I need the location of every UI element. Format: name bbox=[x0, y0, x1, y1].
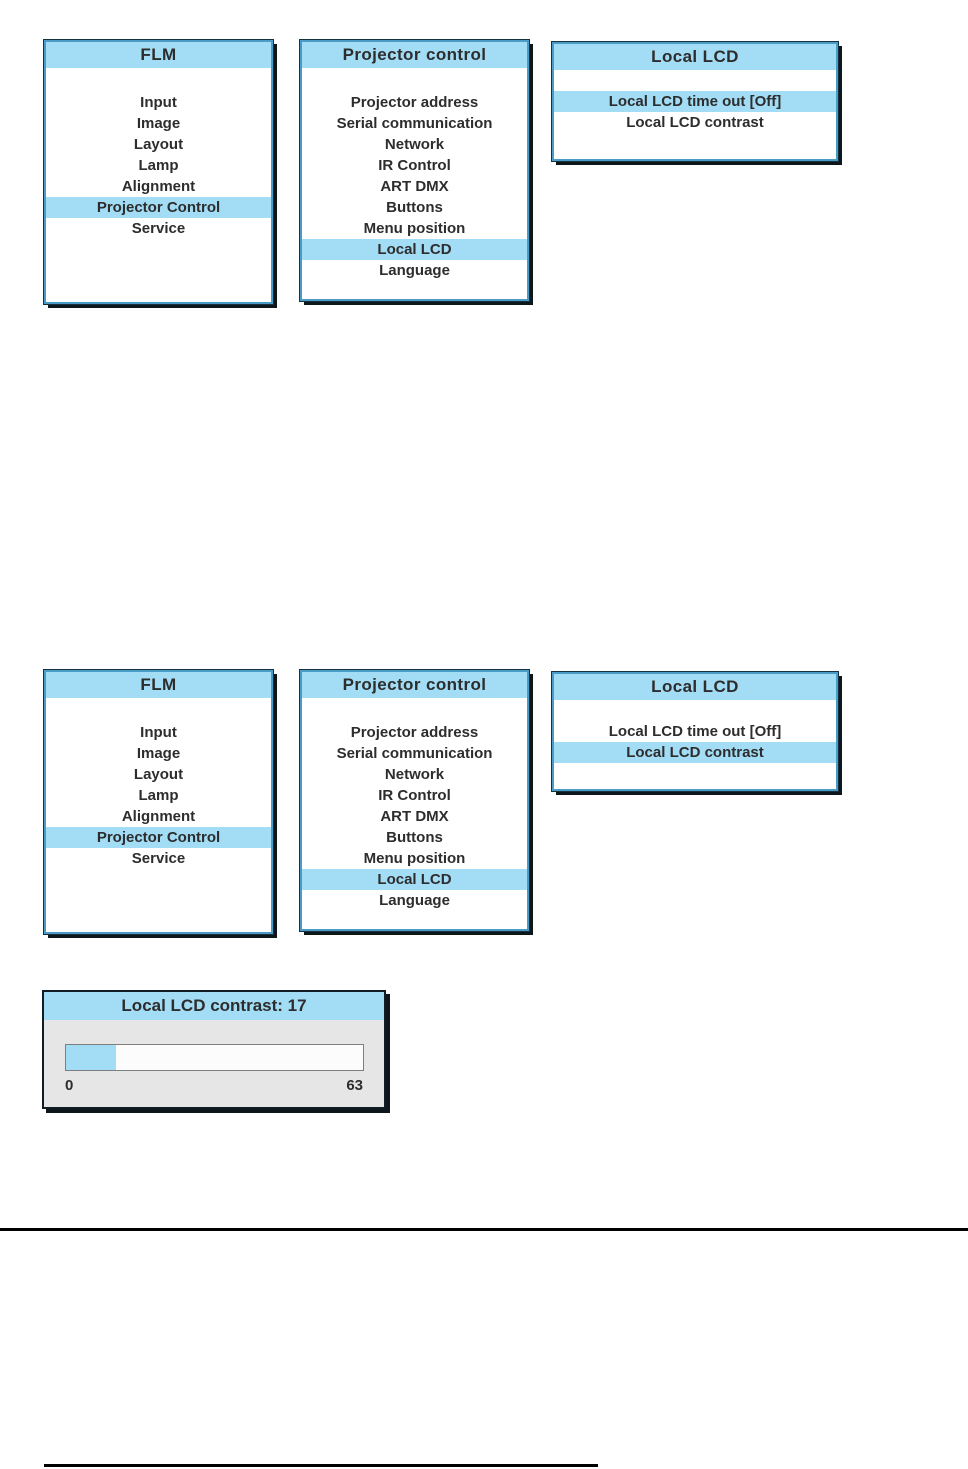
menu-item[interactable]: Language bbox=[379, 892, 450, 909]
menu-item[interactable]: Serial communication bbox=[336, 745, 493, 762]
menu-item[interactable]: Local LCD contrast bbox=[626, 114, 764, 131]
menu-item[interactable]: Layout bbox=[133, 136, 184, 153]
menu-item[interactable]: Network bbox=[384, 136, 445, 153]
menu-item[interactable]: Local LCD contrast bbox=[554, 742, 836, 763]
menu-item[interactable]: Input bbox=[140, 724, 177, 741]
menu-item[interactable]: Buttons bbox=[386, 829, 443, 846]
menu-item[interactable]: Projector Control bbox=[46, 197, 271, 218]
contrast-dialog: Local LCD contrast: 17 0 63 bbox=[42, 990, 386, 1109]
menu-item[interactable]: IR Control bbox=[378, 157, 451, 174]
menu-item[interactable]: Projector address bbox=[350, 724, 479, 741]
menu-title: Projector control bbox=[302, 672, 527, 698]
menu-item[interactable]: Menu position bbox=[363, 850, 466, 867]
contrast-slider-fill bbox=[66, 1045, 117, 1070]
menu-item[interactable]: Local LCD bbox=[302, 239, 527, 260]
menu-item[interactable]: Serial communication bbox=[336, 115, 493, 132]
menu-item[interactable]: Input bbox=[140, 94, 177, 111]
menu-item[interactable]: Network bbox=[384, 766, 445, 783]
menu-item[interactable]: Layout bbox=[133, 766, 184, 783]
menu-item[interactable]: Local LCD time out [Off] bbox=[608, 723, 782, 740]
menu-title: Local LCD bbox=[554, 674, 836, 700]
menu-item[interactable]: Lamp bbox=[138, 157, 179, 174]
menu-item[interactable]: ART DMX bbox=[380, 808, 449, 825]
menu-item[interactable]: Image bbox=[136, 115, 181, 132]
contrast-dialog-title: Local LCD contrast: 17 bbox=[44, 992, 384, 1020]
menu-item[interactable]: Buttons bbox=[386, 199, 443, 216]
menu-item[interactable]: Image bbox=[136, 745, 181, 762]
menu-item[interactable]: Local LCD bbox=[302, 869, 527, 890]
menu-item-list: Local LCD time out [Off] Local LCD contra… bbox=[554, 70, 836, 133]
menu-item[interactable]: Local LCD time out [Off] bbox=[554, 91, 836, 112]
slider-max-label: 63 bbox=[346, 1077, 363, 1094]
page-section-rule bbox=[0, 1228, 968, 1231]
menu-item[interactable]: Lamp bbox=[138, 787, 179, 804]
contrast-slider-labels: 0 63 bbox=[65, 1077, 363, 1094]
menu-item[interactable]: Alignment bbox=[121, 808, 196, 825]
menu-item[interactable]: Service bbox=[131, 220, 186, 237]
menu-item[interactable]: ART DMX bbox=[380, 178, 449, 195]
menu-item-list: Local LCD time out [Off] Local LCD contra… bbox=[554, 700, 836, 763]
menu-title: FLM bbox=[46, 42, 271, 68]
menu-item[interactable]: Service bbox=[131, 850, 186, 867]
menu-title: Projector control bbox=[302, 42, 527, 68]
menu-item[interactable]: IR Control bbox=[378, 787, 451, 804]
osd-menu-local-lcd-step2: Local LCD Local LCD time out [Off]Local … bbox=[551, 671, 839, 792]
menu-title: Local LCD bbox=[554, 44, 836, 70]
menu-title: FLM bbox=[46, 672, 271, 698]
menu-item[interactable]: Alignment bbox=[121, 178, 196, 195]
slider-min-label: 0 bbox=[65, 1077, 74, 1094]
footnote-rule bbox=[44, 1464, 598, 1467]
contrast-slider[interactable] bbox=[65, 1044, 364, 1071]
menu-item[interactable]: Language bbox=[379, 262, 450, 279]
menu-item[interactable]: Projector Control bbox=[46, 827, 271, 848]
menu-item[interactable]: Menu position bbox=[363, 220, 466, 237]
menu-item[interactable]: Projector address bbox=[350, 94, 479, 111]
osd-menu-local-lcd-step1: Local LCD Local LCD time out [Off]Local … bbox=[551, 41, 839, 162]
